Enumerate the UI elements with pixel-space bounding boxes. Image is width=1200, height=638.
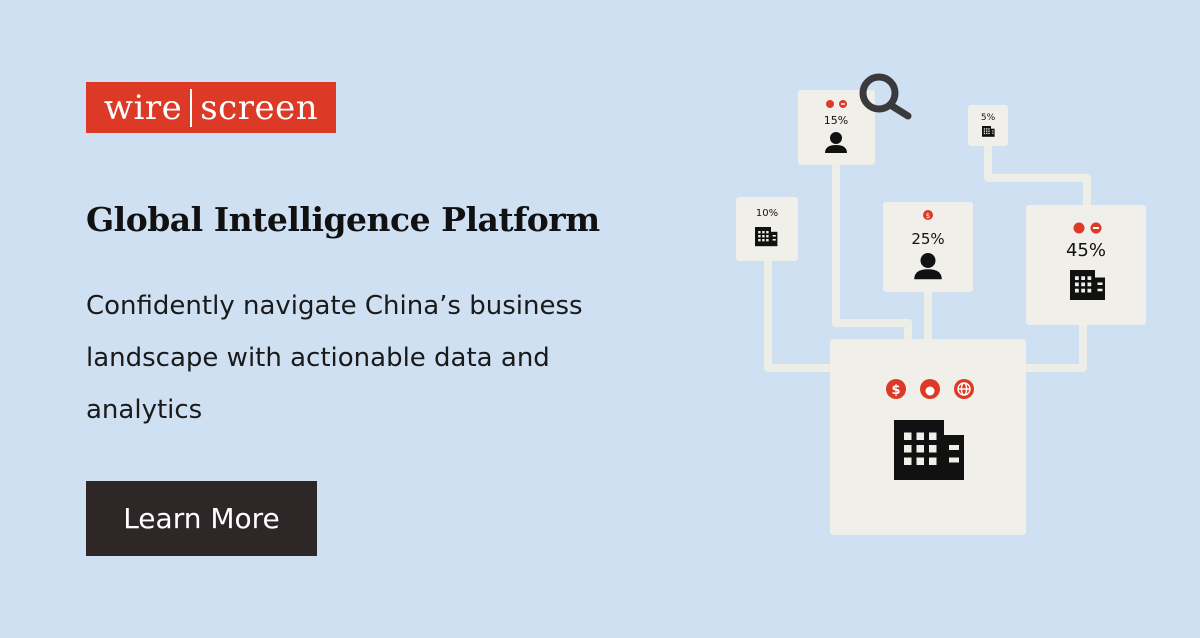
node-card-45[interactable]	[1026, 205, 1146, 325]
node-label-5: 5%	[981, 113, 996, 123]
node-label-10: 10%	[756, 208, 778, 219]
node-card-15[interactable]	[798, 90, 875, 165]
dollar-icon	[886, 379, 906, 399]
check-icon	[1073, 222, 1085, 234]
node-card-25[interactable]	[883, 202, 973, 292]
connector-lines	[764, 142, 1091, 372]
learn-more-button[interactable]: Learn More	[86, 481, 317, 556]
node-label-15: 15%	[824, 114, 848, 127]
logo-divider	[190, 88, 193, 127]
page-title: Global Intelligence Platform	[86, 200, 600, 239]
node-label-25: 25%	[911, 230, 944, 248]
page-subtitle: Confidently navigate China’s business la…	[86, 291, 583, 425]
svg-text:$: $	[926, 212, 930, 220]
svg-text:$: $	[891, 383, 900, 398]
wirescreen-logo[interactable]: wire screen	[86, 82, 336, 133]
logo-text-right: screen	[200, 87, 319, 128]
dollar-icon	[923, 210, 933, 220]
magnifier-icon	[859, 73, 912, 120]
logo-text-left: wire	[103, 87, 183, 128]
node-label-45: 45%	[1066, 240, 1106, 261]
check-icon	[826, 100, 834, 108]
node-card-5[interactable]	[968, 105, 1008, 146]
